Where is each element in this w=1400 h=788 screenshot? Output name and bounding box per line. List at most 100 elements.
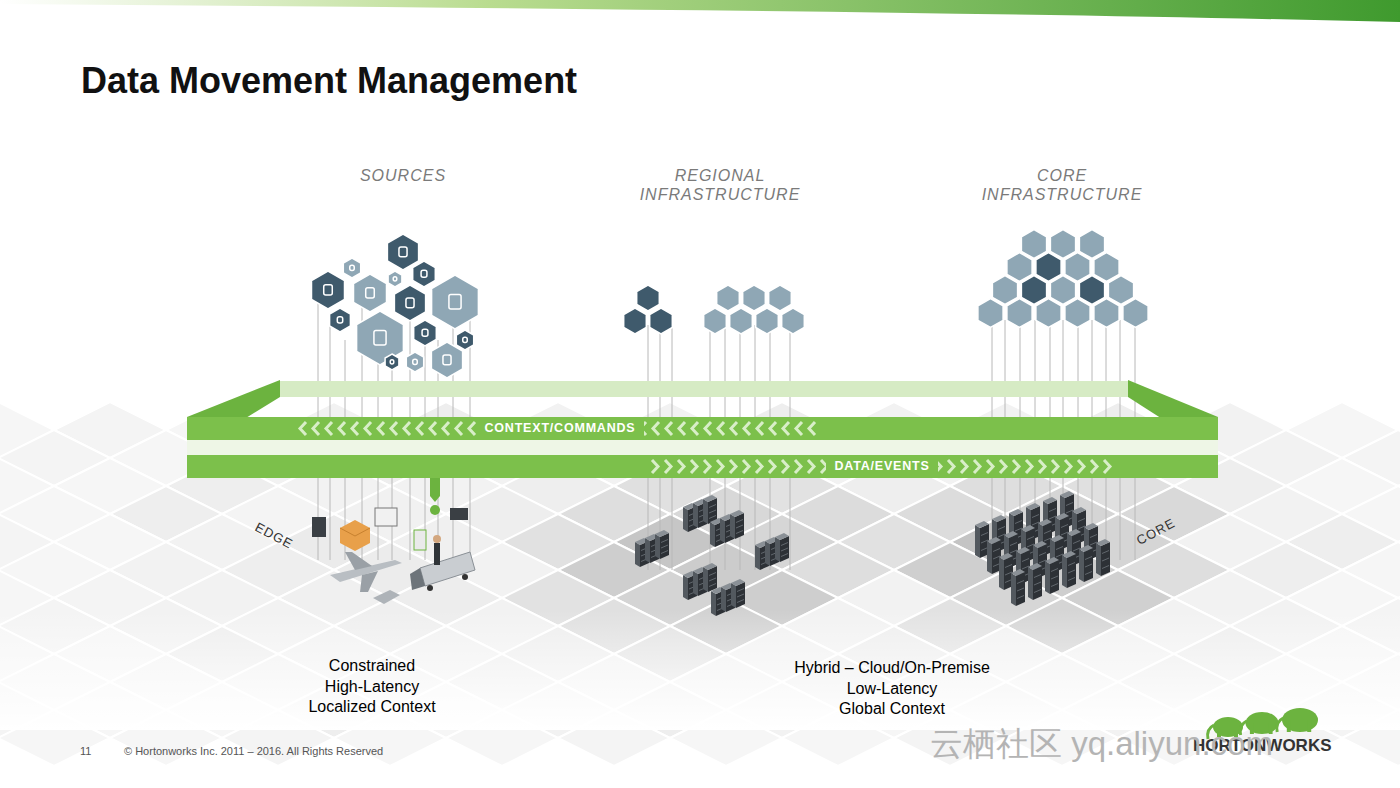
- chevron: [718, 422, 724, 435]
- core-hexagon: [978, 299, 1003, 328]
- elephant-trunk: [1277, 718, 1283, 732]
- device-icon: [374, 330, 386, 345]
- source-hexagon: [387, 234, 418, 270]
- regional-hexagon: [782, 308, 805, 334]
- source-hexagon: [414, 320, 437, 346]
- rack-slot: [1051, 584, 1058, 587]
- rack-top: [1004, 531, 1018, 538]
- source-hexagon: [413, 261, 436, 287]
- note: Localized Context: [272, 697, 472, 716]
- device-icon: [443, 355, 451, 365]
- chevron: [300, 422, 306, 435]
- chevron: [1026, 460, 1032, 473]
- sources-cluster: [312, 234, 479, 378]
- rack-top: [731, 579, 745, 586]
- chevron: [961, 460, 967, 473]
- rack-side: [1011, 573, 1016, 606]
- core-servers: [975, 491, 1110, 606]
- rack-slot: [661, 551, 668, 554]
- phone-device: [414, 530, 426, 550]
- rack-slot: [781, 543, 788, 546]
- core-hexagon: [1094, 299, 1119, 328]
- rack-slot: [993, 549, 1000, 552]
- device-icon: [337, 317, 342, 323]
- rack-slot: [736, 525, 743, 528]
- core-hexagon: [1094, 253, 1119, 282]
- rack-side: [775, 537, 780, 562]
- floor-fade: [0, 610, 1400, 730]
- rack-slot: [1085, 572, 1092, 575]
- rack-slot: [1102, 558, 1109, 561]
- sensor-dot: [430, 505, 440, 515]
- rack-top: [703, 495, 717, 502]
- device-icon: [421, 270, 427, 277]
- rack-slot: [1022, 566, 1029, 569]
- rack-side: [711, 591, 716, 616]
- core-hexagon: [1065, 299, 1090, 328]
- core-hexagon: [1021, 276, 1046, 305]
- rack-face: [1050, 560, 1059, 594]
- chevron: [987, 460, 993, 473]
- rack-face: [780, 536, 789, 562]
- regional-servers: [635, 495, 789, 616]
- chevrons: [187, 417, 1218, 440]
- rack-face: [1067, 554, 1076, 588]
- rack-side: [731, 583, 736, 608]
- rack-slot: [998, 534, 1005, 537]
- rack-slot: [1102, 551, 1109, 554]
- chevron: [391, 422, 397, 435]
- rack-side: [721, 587, 726, 612]
- regional-hexagon: [730, 308, 753, 334]
- rack-slot: [1017, 588, 1024, 591]
- rack-top: [1033, 541, 1047, 548]
- airplane-wing: [345, 552, 372, 570]
- screen-device: [312, 517, 326, 537]
- chevron: [326, 422, 332, 435]
- rack-face: [1016, 572, 1025, 606]
- chevron: [313, 422, 319, 435]
- chevron: [404, 422, 410, 435]
- column-heading: SOURCES: [313, 166, 493, 185]
- chevron: [705, 422, 711, 435]
- rack-top: [1079, 545, 1093, 552]
- device-icon: [390, 360, 394, 364]
- core-hexagon: [1123, 299, 1148, 328]
- rack-slot: [781, 548, 788, 551]
- source-hexagon: [388, 271, 402, 287]
- rack-top: [1045, 557, 1059, 564]
- chevron: [365, 422, 371, 435]
- chevron: [795, 460, 801, 473]
- floor-grid: [0, 402, 1400, 766]
- rack-side: [755, 545, 760, 570]
- rack-slot: [737, 594, 744, 597]
- core-hexagon: [1050, 230, 1075, 259]
- column-heading: REGIONAL INFRASTRUCTURE: [633, 166, 808, 204]
- rack-slot: [1090, 542, 1097, 545]
- source-hexagon: [385, 354, 399, 370]
- device-icon: [324, 285, 333, 295]
- chevron: [1013, 460, 1019, 473]
- chevron: [757, 422, 763, 435]
- chevron: [417, 422, 423, 435]
- chevron: [974, 460, 980, 473]
- rack-top: [730, 510, 744, 517]
- rack-slot: [709, 578, 716, 581]
- rack-slot: [1032, 522, 1039, 525]
- laptop-device: [450, 508, 468, 520]
- rack-slot: [1005, 580, 1012, 583]
- rack-side: [655, 534, 660, 559]
- rack-face: [1084, 548, 1093, 582]
- regional-hexagon: [650, 308, 673, 334]
- package-box: [340, 520, 370, 551]
- band-frame: [187, 380, 1218, 455]
- rack-slot: [1068, 570, 1075, 573]
- chevron: [783, 422, 789, 435]
- rack-side: [635, 542, 640, 567]
- band-label: DATA/EVENTS: [826, 455, 937, 478]
- chevron: [430, 422, 436, 435]
- rack-top: [655, 530, 669, 537]
- source-hexagon: [394, 285, 425, 321]
- rack-slot: [1039, 560, 1046, 563]
- rack-slot: [1005, 565, 1012, 568]
- person-head: [433, 535, 441, 543]
